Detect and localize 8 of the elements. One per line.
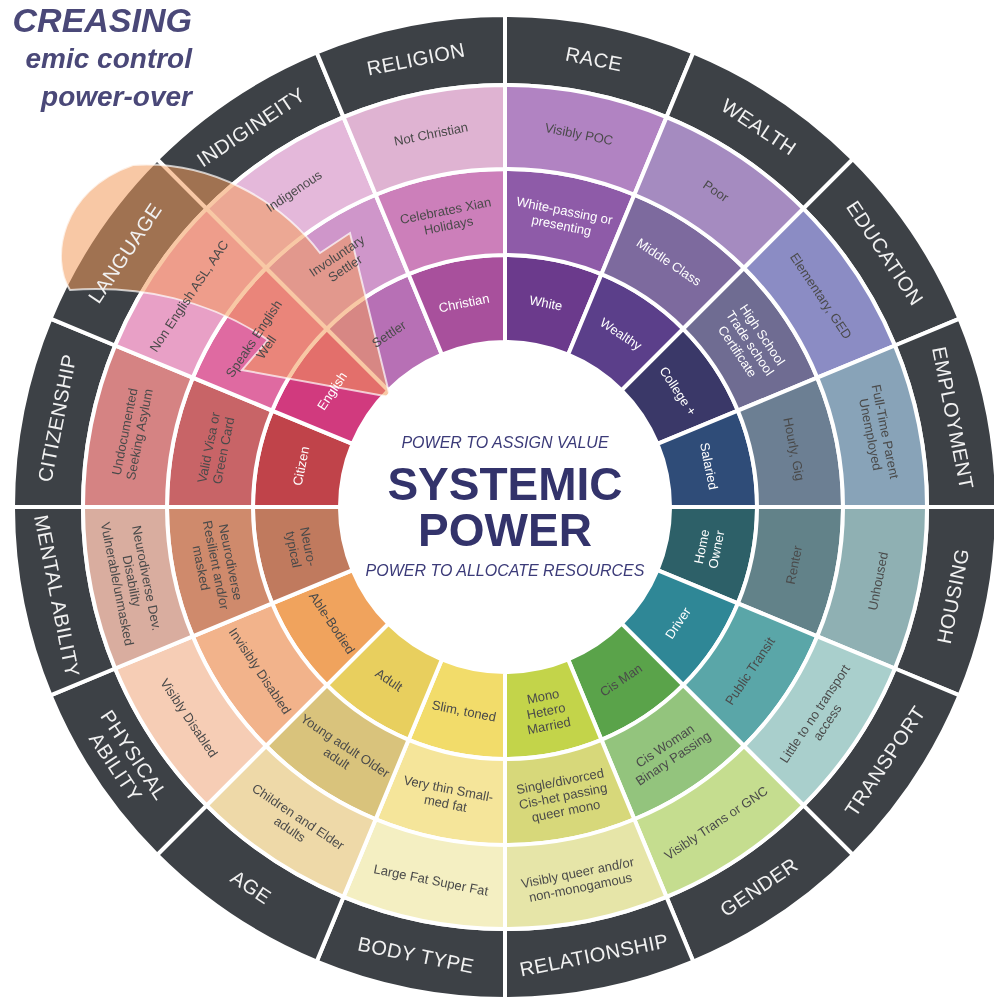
segment-label: Salaried xyxy=(694,428,725,505)
segment-label: Poor xyxy=(656,147,776,235)
title-text: SYSTEMIC POWER xyxy=(386,461,624,553)
subtitle-text: POWER TO ASSIGN VALUE xyxy=(401,433,609,453)
heading-text: emic control xyxy=(25,42,192,76)
heading-text: power-over xyxy=(41,80,192,114)
subtitle-text: POWER TO ALLOCATE RESOURCES xyxy=(365,561,645,581)
heading-text: CREASING xyxy=(12,0,192,40)
